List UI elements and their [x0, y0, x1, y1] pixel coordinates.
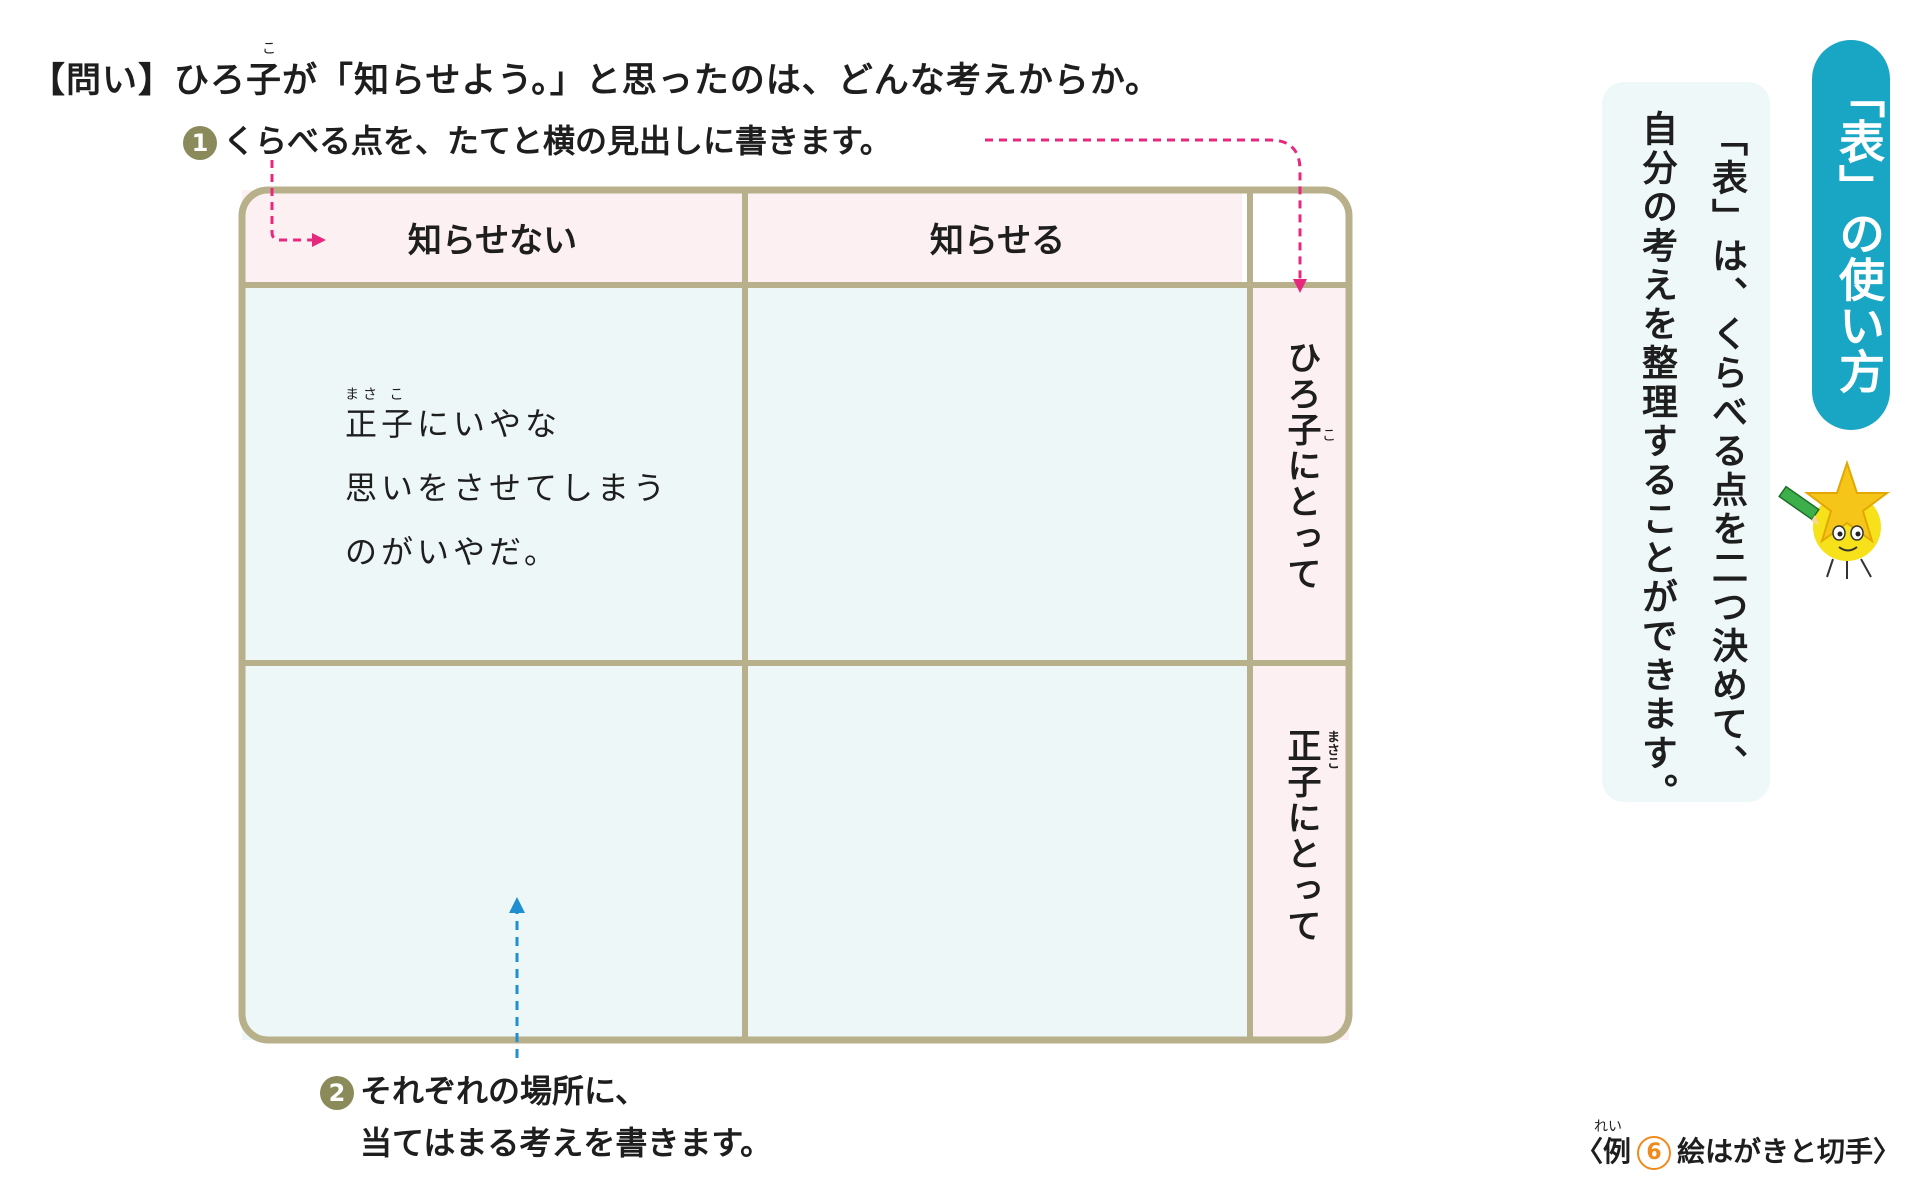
question-ruby: こ [262, 41, 276, 57]
pink-arrow-left [270, 160, 326, 247]
title-pill [1812, 40, 1890, 430]
step1-text: くらべる点を、たてと横の見出しに書きます。 [223, 122, 892, 160]
title-text: 「表」の使い方 [1832, 72, 1886, 394]
pink-arrow-right [985, 138, 1307, 293]
row-header-masako-label: 正子にとって [1277, 728, 1326, 944]
cell-line-2: 思いをさせてしまう [345, 469, 670, 507]
cell-ruby: まさ こ [345, 387, 408, 403]
step2-number-badge: 2 [320, 1076, 354, 1110]
col-header-shiraseru: 知らせる [929, 221, 1066, 261]
footer-open: 〈例 [1575, 1135, 1632, 1168]
footer-ruby: れい [1594, 1119, 1622, 1135]
step1-number-badge: 1 [183, 126, 217, 160]
table-outline [238, 186, 1353, 1044]
step2-text-1: それぞれの場所に、 [360, 1072, 648, 1110]
cell-line-1: 正子にいやな [345, 405, 562, 443]
question-text: ひろ子が「知らせよう。」と思ったのは、どんな考えからか。 [174, 61, 1162, 101]
note-line-2: 自分の考えを整理することができます。 [1636, 110, 1677, 812]
note-line-1: 「表」は、くらべる点を二つ決めて、 [1706, 120, 1747, 783]
question-line: 【問い】ひろ子が「知らせよう。」と思ったのは、どんな考えからか。 [30, 52, 1161, 103]
col-header-shiranai: 知らせない [407, 221, 578, 261]
example-cell-text: 正子にいやな 思いをさせてしまう のがいやだ。 [345, 392, 669, 584]
footer-text: 絵はがきと切手〉 [1677, 1135, 1902, 1168]
cell-line-3: のがいやだ。 [345, 533, 561, 571]
note-box [1602, 82, 1770, 802]
pencil-icon [1778, 485, 1820, 525]
row-header-hiroko: ひろ子にとって [1281, 340, 1321, 592]
row-header-masako-ruby: まさこ [1324, 730, 1339, 769]
star-character-icon [1778, 459, 1890, 579]
question-prefix: 【問い】 [30, 61, 175, 101]
row-header-hiroko-ruby: こ [1322, 428, 1336, 444]
step2-line2: 当てはまる考えを書きます。 [360, 1124, 773, 1162]
footer-number-badge: 6 [1637, 1136, 1672, 1170]
